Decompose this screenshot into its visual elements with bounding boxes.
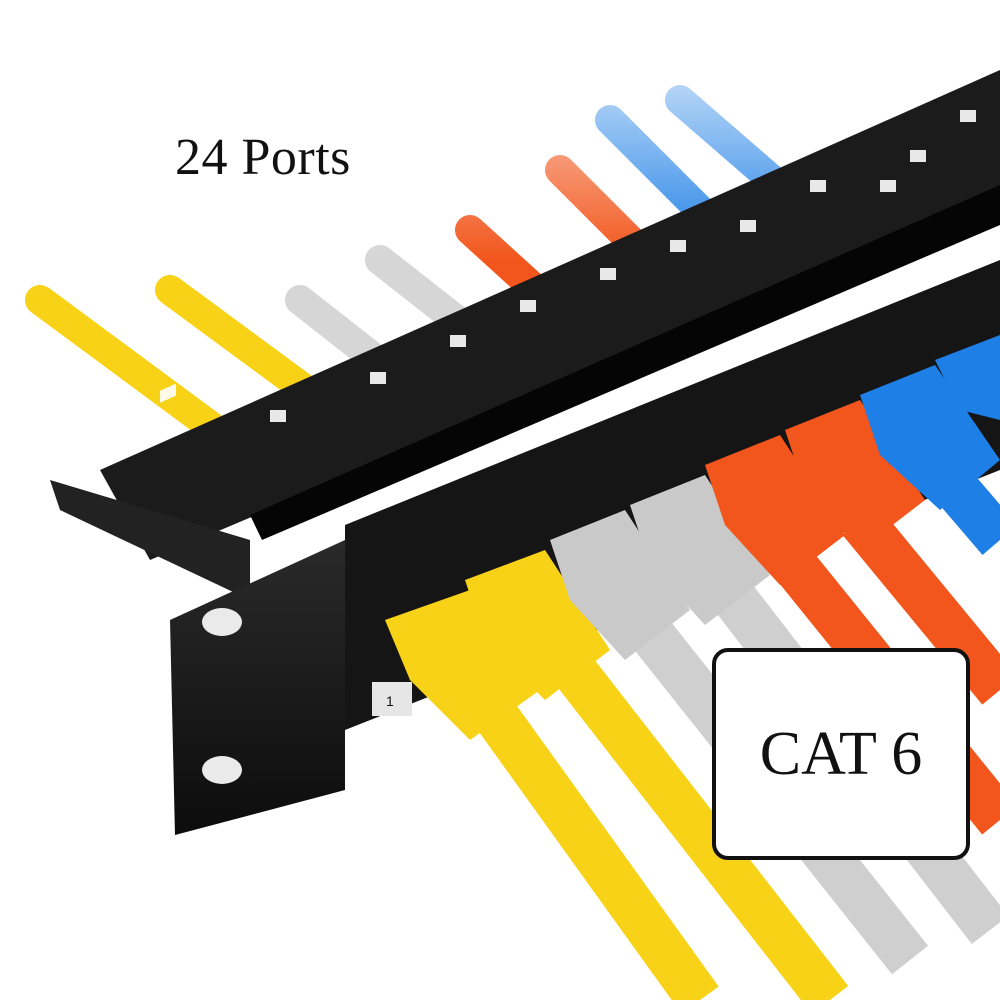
connector-boot <box>705 435 845 585</box>
cable-management-bar <box>100 70 1000 560</box>
cat6-badge: CAT 6 <box>712 648 970 860</box>
connector-boot <box>785 400 925 550</box>
mount-hole-icon <box>202 756 242 784</box>
connector-boot <box>935 335 1000 420</box>
connector-boot <box>630 475 770 625</box>
mount-hole-icon <box>202 608 242 636</box>
cat6-badge-label: CAT 6 <box>759 719 923 788</box>
connector-boot <box>860 365 1000 510</box>
port-number-label: 1 <box>386 693 394 709</box>
port-count-caption: 24 Ports <box>175 129 351 186</box>
rack-ear-bracket <box>50 480 345 835</box>
connector-boot <box>465 550 610 700</box>
connector-boot <box>550 510 690 660</box>
connector-boot <box>385 590 540 740</box>
